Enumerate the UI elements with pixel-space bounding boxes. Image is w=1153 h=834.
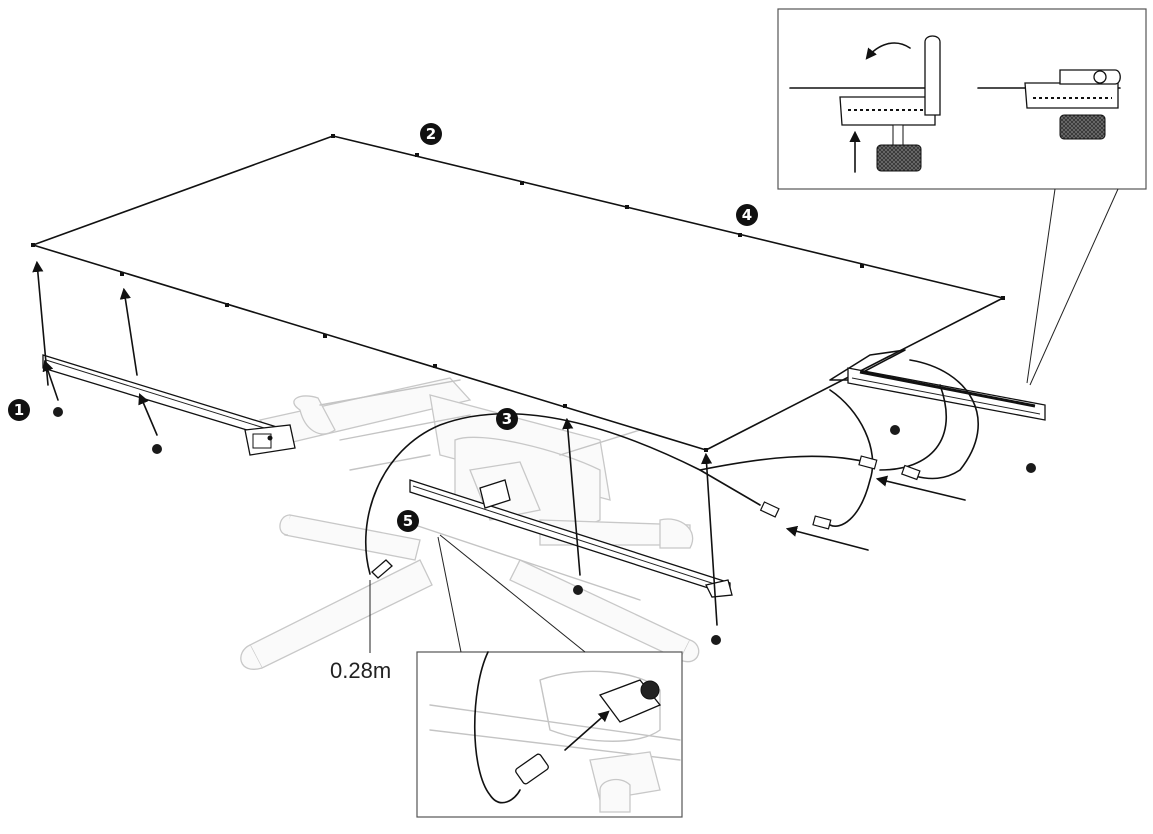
step-badge-5: 5 (397, 510, 419, 532)
svg-text:1: 1 (14, 401, 24, 419)
svg-text:3: 3 (502, 410, 512, 428)
cables (365, 359, 979, 579)
connector-detail-inset (416, 534, 683, 818)
cable-length-label: 0.28m (330, 658, 391, 683)
svg-text:5: 5 (403, 512, 413, 530)
step-badge-4: 4 (736, 204, 758, 226)
solar-panel-outline (31, 134, 1005, 452)
svg-text:4: 4 (742, 206, 752, 224)
step-badge-1: 1 (8, 399, 30, 421)
mount-base-ghost (240, 377, 700, 670)
right-rail (847, 367, 1046, 473)
center-rail (409, 479, 733, 645)
step-badge-3: 3 (496, 408, 518, 430)
assembly-arrows (32, 260, 966, 626)
step-badge-2: 2 (420, 123, 442, 145)
cable-length-callout: 0.28m (330, 580, 391, 683)
clamp-detail-inset (777, 8, 1147, 386)
svg-text:2: 2 (426, 125, 436, 143)
left-rail (42, 354, 296, 456)
